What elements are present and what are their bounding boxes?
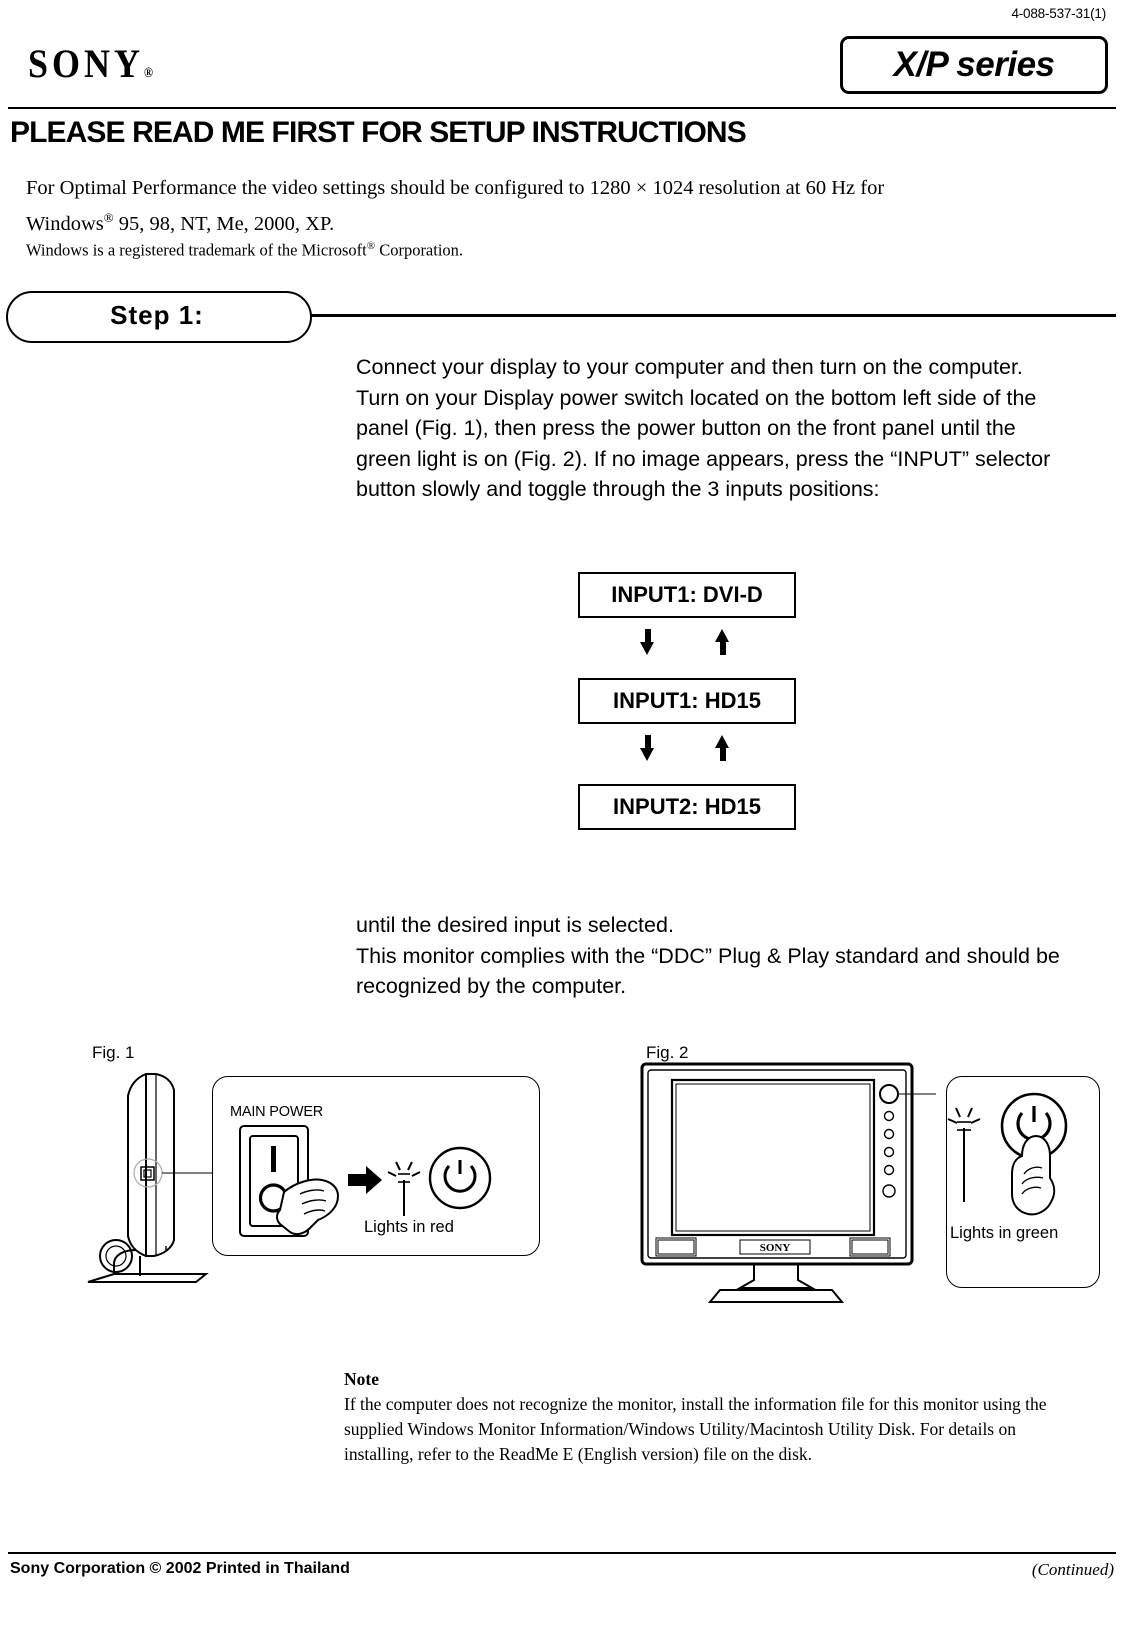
instruction-paragraph-1: Connect your display to your computer an… <box>356 355 1051 501</box>
arrow-right-icon <box>348 1166 382 1194</box>
figure-1-monitor-side-illustration <box>87 1073 218 1283</box>
figure-2-power-button-illustration <box>947 1092 1068 1216</box>
title-divider <box>8 107 1116 109</box>
hand-pointer-icon <box>276 1178 340 1236</box>
intro-line2-sup: ® <box>103 210 114 225</box>
series-badge: X/P series <box>840 36 1108 94</box>
led-indicator-icon <box>387 1161 421 1216</box>
trademark-sup: ® <box>366 240 376 252</box>
input-option-label-1: INPUT1: DVI-D <box>611 582 763 607</box>
arrow-down-icon <box>640 735 655 761</box>
input-option-label-3: INPUT2: HD15 <box>613 794 761 819</box>
intro-line2-post: 95, 98, NT, Me, 2000, XP. <box>113 212 335 235</box>
trademark-pre: Windows is a registered trademark of the… <box>26 240 367 260</box>
arrow-down-icon <box>640 629 655 655</box>
footer-copyright: Sony Corporation © 2002 Printed in Thail… <box>10 1560 350 1577</box>
input-option-box-2: INPUT1: HD15 <box>578 678 796 724</box>
intro-line2-pre: Windows <box>26 212 104 235</box>
led-indicator-icon <box>947 1107 981 1202</box>
figure-2-lights-label: Lights in green <box>950 1224 1059 1242</box>
note-heading: Note <box>344 1369 379 1389</box>
intro-line1: For Optimal Performance the video settin… <box>26 177 885 199</box>
input-toggle-arrows-2 <box>640 732 730 764</box>
figure-1-caption: Fig. 1 <box>92 1043 135 1062</box>
note-body: If the computer does not recognize the m… <box>344 1394 1047 1464</box>
power-button-front-icon <box>879 1084 899 1104</box>
figure-1-lights-label: Lights in red <box>364 1218 454 1236</box>
arrow-up-icon <box>715 629 730 655</box>
sony-logo-text: SONY <box>28 41 145 86</box>
input-option-box-1: INPUT1: DVI-D <box>578 572 796 618</box>
arrow-up-icon <box>715 735 730 761</box>
page-title: PLEASE READ ME FIRST FOR SETUP INSTRUCTI… <box>10 116 747 149</box>
power-button-icon <box>428 1146 492 1210</box>
main-power-label: MAIN POWER <box>230 1104 324 1120</box>
figure-2-monitor-brand: SONY <box>760 1242 791 1254</box>
document-number: 4-088-537-31(1) <box>1011 6 1106 21</box>
figure-2-monitor-front-illustration: SONY <box>640 1062 936 1303</box>
step-divider-line <box>300 314 1116 317</box>
intro-paragraph: For Optimal Performance the video settin… <box>26 174 1066 239</box>
figure-1-switch-illustration <box>239 1125 492 1237</box>
figure-2-caption: Fig. 2 <box>646 1043 689 1062</box>
hand-pointer-icon <box>1011 1134 1056 1216</box>
trademark-post: Corporation. <box>375 240 464 260</box>
input-toggle-arrows-1 <box>640 626 730 658</box>
registered-mark: ® <box>144 64 153 81</box>
instruction-paragraph-2: until the desired input is selected. Thi… <box>356 913 1060 998</box>
trademark-note: Windows is a registered trademark of the… <box>26 240 926 261</box>
step-oval <box>6 291 312 343</box>
footer-continued: (Continued) <box>1031 1560 1114 1579</box>
step-label: Step 1: <box>110 299 204 330</box>
series-label: X/P series <box>893 45 1055 84</box>
input-option-label-2: INPUT1: HD15 <box>613 688 761 713</box>
sony-logo: SONY® <box>28 40 153 87</box>
footer-divider <box>8 1552 1116 1554</box>
input-option-box-3: INPUT2: HD15 <box>578 784 796 830</box>
